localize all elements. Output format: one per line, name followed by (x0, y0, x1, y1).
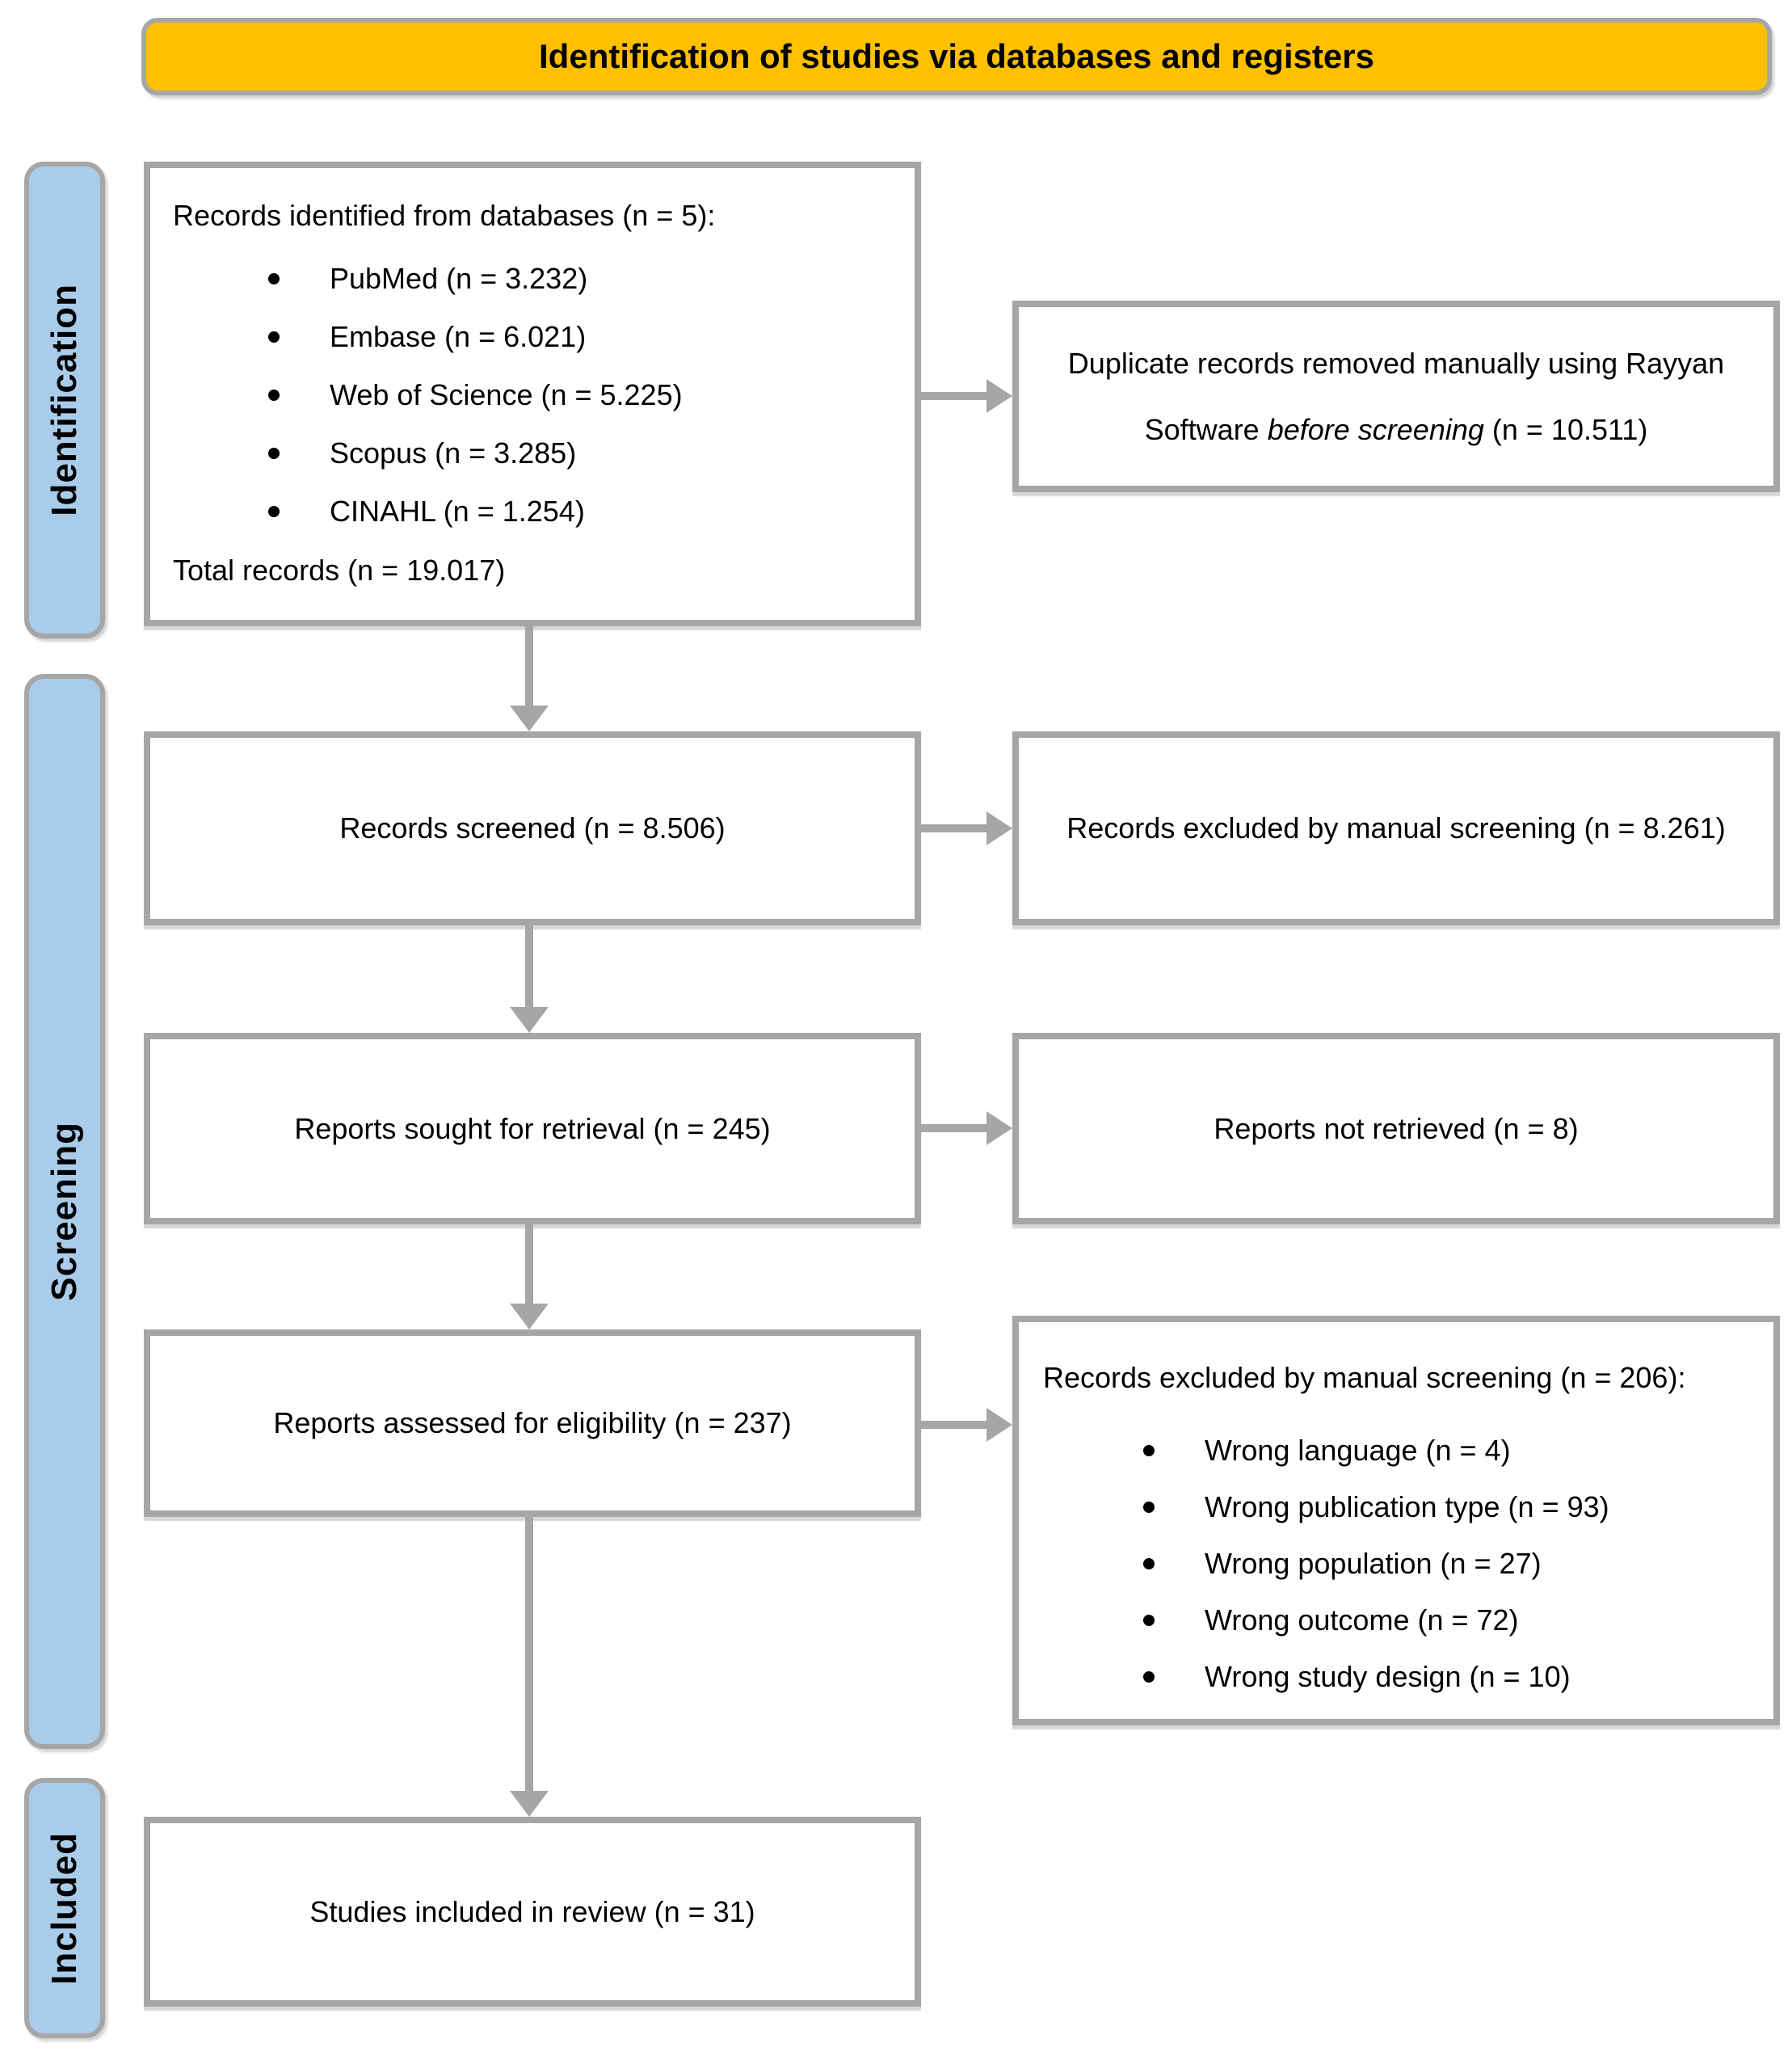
arrow-line (921, 1124, 986, 1132)
reports-assessed-text: Reports assessed for eligibility (n = 23… (273, 1406, 792, 1439)
exclusion-reason-language: Wrong language (n = 4) (1143, 1422, 1752, 1479)
arrow-line (921, 392, 986, 400)
phase-bar-screening: Screening (24, 674, 105, 1749)
arrow-line (921, 1421, 986, 1429)
database-item-web-of-science: Web of Science (n = 5.225) (268, 366, 892, 424)
box-records-excluded-eligibility: Records excluded by manual screening (n … (1012, 1316, 1780, 1725)
arrow-line (525, 1515, 533, 1791)
arrow-sought-to-assessed (510, 1223, 549, 1329)
arrow-down-head-icon (510, 706, 549, 731)
exclusion-reason-outcome: Wrong outcome (n = 72) (1143, 1592, 1752, 1649)
diagram-title: Identification of studies via databases … (539, 37, 1374, 75)
exclusion-reason-study-design: Wrong study design (n = 10) (1143, 1649, 1752, 1705)
box-studies-included: Studies included in review (n = 31) (144, 1817, 921, 2007)
arrow-right-head-icon (986, 379, 1012, 413)
database-item-pubmed: PubMed (n = 3.232) (268, 250, 892, 308)
exclusion-reason-list: Wrong language (n = 4) Wrong publication… (1043, 1422, 1752, 1705)
arrow-line (525, 625, 533, 706)
arrow-assessed-to-included (510, 1515, 549, 1817)
arrow-sought-to-not-retrieved (921, 1110, 1012, 1147)
arrow-right-head-icon (986, 811, 1012, 845)
box-reports-assessed: Reports assessed for eligibility (n = 23… (144, 1329, 921, 1517)
records-identified-header: Records identified from databases (n = 5… (173, 199, 716, 232)
records-excluded-screening-text: Records excluded by manual screening (n … (1066, 811, 1726, 845)
box-reports-not-retrieved: Reports not retrieved (n = 8) (1012, 1033, 1780, 1224)
phase-bar-identification: Identification (24, 162, 105, 638)
phase-label-screening: Screening (44, 1122, 84, 1301)
arrow-down-head-icon (510, 1791, 549, 1817)
title-banner: Identification of studies via databases … (141, 18, 1772, 95)
arrow-down-head-icon (510, 1007, 549, 1033)
database-list: PubMed (n = 3.232) Embase (n = 6.021) We… (173, 250, 892, 541)
arrow-down-head-icon (510, 1304, 549, 1329)
duplicates-line1: Duplicate records removed manually using… (1067, 346, 1725, 380)
reports-not-retrieved-text: Reports not retrieved (n = 8) (1214, 1111, 1579, 1145)
records-screened-text: Records screened (n = 8.506) (339, 811, 726, 845)
arrow-right-head-icon (986, 1408, 1012, 1442)
arrow-line (525, 1223, 533, 1304)
database-item-cinahl: CINAHL (n = 1.254) (268, 482, 892, 541)
arrow-identified-to-screened (510, 625, 549, 731)
reports-sought-text: Reports sought for retrieval (n = 245) (294, 1111, 771, 1145)
phase-label-identification: Identification (44, 284, 84, 516)
arrow-right-head-icon (986, 1111, 1012, 1145)
arrow-assessed-to-excluded (921, 1406, 1012, 1443)
box-records-screened: Records screened (n = 8.506) (144, 731, 921, 925)
database-item-scopus: Scopus (n = 3.285) (268, 424, 892, 482)
box-reports-sought: Reports sought for retrieval (n = 245) (144, 1033, 921, 1224)
studies-included-text: Studies included in review (n = 31) (309, 1894, 755, 1928)
database-item-embase: Embase (n = 6.021) (268, 308, 892, 366)
arrow-identified-to-duplicates (921, 377, 1012, 415)
box-records-excluded-screening: Records excluded by manual screening (n … (1012, 731, 1780, 925)
duplicates-line2-prefix: Software (1144, 412, 1268, 446)
phase-label-included: Included (44, 1831, 84, 1985)
arrow-line (921, 824, 986, 832)
exclusion-reason-publication-type: Wrong publication type (n = 93) (1143, 1479, 1752, 1536)
phase-bar-included: Included (24, 1778, 105, 2038)
box-records-identified: Records identified from databases (n = 5… (144, 162, 921, 626)
arrow-line (525, 924, 533, 1007)
total-records-text: Total records (n = 19.017) (173, 554, 506, 587)
arrow-screened-to-sought (510, 924, 549, 1033)
box-duplicates-removed: Duplicate records removed manually using… (1012, 301, 1780, 492)
arrow-screened-to-excluded (921, 810, 1012, 847)
duplicates-line2-suffix: (n = 10.511) (1483, 412, 1648, 446)
duplicates-line2: Software before screening (n = 10.511) (1145, 413, 1648, 447)
duplicates-line2-italic: before screening (1267, 412, 1484, 446)
exclusion-reason-population: Wrong population (n = 27) (1143, 1536, 1752, 1592)
excluded-eligibility-header: Records excluded by manual screening (n … (1043, 1361, 1686, 1394)
